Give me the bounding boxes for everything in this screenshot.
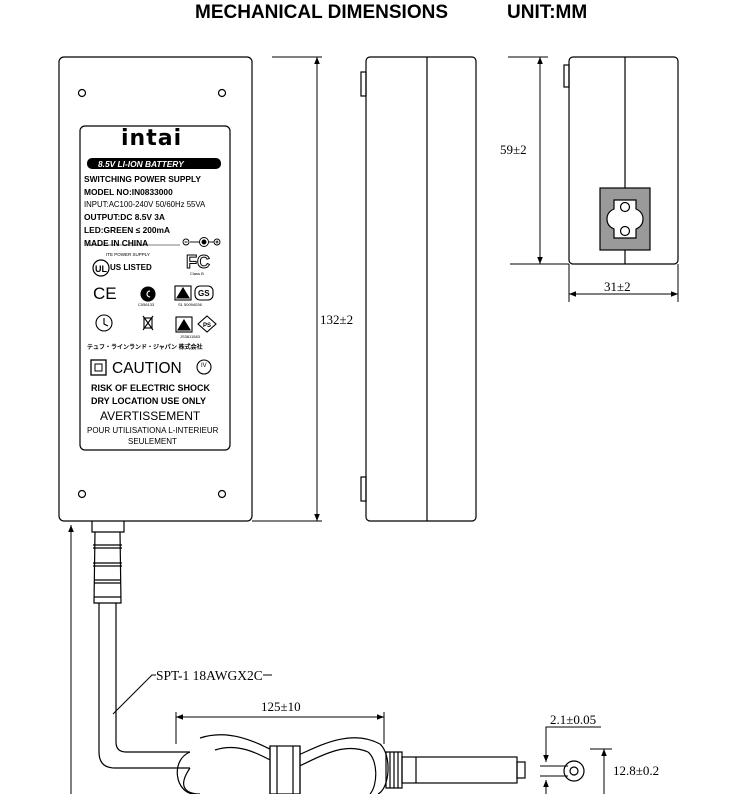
ul-logo: UL <box>92 259 110 277</box>
svg-text:PS: PS <box>203 323 211 329</box>
plug-length-dimension: 12.8±0.2 <box>613 763 660 778</box>
side-view <box>360 56 477 522</box>
warning-line-1: RISK OF ELECTRIC SHOCK <box>91 383 211 393</box>
plug-pin-hole <box>569 766 579 776</box>
end-view-outline <box>568 56 679 265</box>
dc-plug <box>385 751 526 789</box>
label-line-4: OUTPUT:DC 8.5V 3A <box>84 212 165 222</box>
label-line-1: SWITCHING POWER SUPPLY <box>84 174 201 184</box>
avertissement-heading: AVERTISSEMENT <box>100 409 201 423</box>
cert-number-2: S1 50094036 <box>178 302 202 307</box>
warning-line-2: DRY LOCATION USE ONLY <box>91 396 207 406</box>
side-view-outline <box>365 56 477 522</box>
japanese-importer-text: テュフ・ラインランド・ジャパン 株式会社 <box>87 345 203 351</box>
french-line-1: POUR UTILISATIONA L-INTERIEUR <box>87 426 219 435</box>
label-line-6: MADE IN CHINA <box>84 238 149 248</box>
label-line-5: LED:GREEN ≤ 200mA <box>84 225 171 235</box>
caution-heading: CAUTION <box>112 360 182 377</box>
cable <box>98 603 389 794</box>
cable-spec: SPT-1 18AWGX2C <box>156 668 263 683</box>
screw-hole-bottom-left <box>77 489 87 499</box>
label-plate <box>79 125 231 451</box>
fcc-class-text: Class B <box>190 271 204 276</box>
svg-text:FC: FC <box>186 252 210 272</box>
svg-text:GS: GS <box>198 289 210 298</box>
label-line-3: INPUT:AC100-240V 50/60Hz 55VA <box>84 200 206 209</box>
unit-label: UNIT:MM <box>507 2 588 23</box>
screw-hole-top-right <box>217 88 227 98</box>
efficiency-mark: IV <box>201 363 207 369</box>
polarity-symbol <box>182 237 221 247</box>
dimension-lines <box>68 56 679 794</box>
certification-marks: GS PS <box>90 285 217 376</box>
plug-outer-ring <box>563 760 585 782</box>
brand-logo: intai <box>121 126 183 151</box>
cert-number-3: JS3811583 <box>180 334 200 339</box>
end-view <box>563 56 679 265</box>
battery-banner: 8.5V LI-ION BATTERY <box>98 158 184 169</box>
front-view-outline <box>58 56 253 522</box>
battery-banner-bg <box>87 158 221 169</box>
pin-diameter-dimension: 2.1±0.05 <box>550 712 597 727</box>
french-line-2: SEULEMENT <box>128 437 177 446</box>
screw-hole-top-left <box>77 88 87 98</box>
height-dimension: 59±2 <box>500 142 527 157</box>
plug-end-view <box>563 760 585 782</box>
strain-relief <box>91 521 125 604</box>
drawing-title: MECHANICAL DIMENSIONS <box>195 2 448 23</box>
fcc-logo: FC <box>186 252 211 273</box>
ac-inlet-figure8 <box>606 199 644 239</box>
ce-mark: CE <box>93 284 117 303</box>
ul-listed-text: US LISTED <box>110 263 152 272</box>
ite-power-supply-text: ITE POWER SUPPLY <box>106 252 150 257</box>
cable-length-dimension: 125±10 <box>261 699 301 714</box>
label-line-2: MODEL NO:IN0833000 <box>84 187 173 197</box>
svg-text:UL: UL <box>95 264 107 274</box>
length-dimension: 132±2 <box>320 312 354 327</box>
label-artwork: UL FC GS PS <box>86 158 221 376</box>
double-insulation-mark <box>90 359 107 376</box>
front-view <box>58 56 253 522</box>
screw-hole-bottom-right <box>217 489 227 499</box>
cert-number-1: C056133 <box>138 302 155 307</box>
width-dimension: 31±2 <box>604 279 631 294</box>
